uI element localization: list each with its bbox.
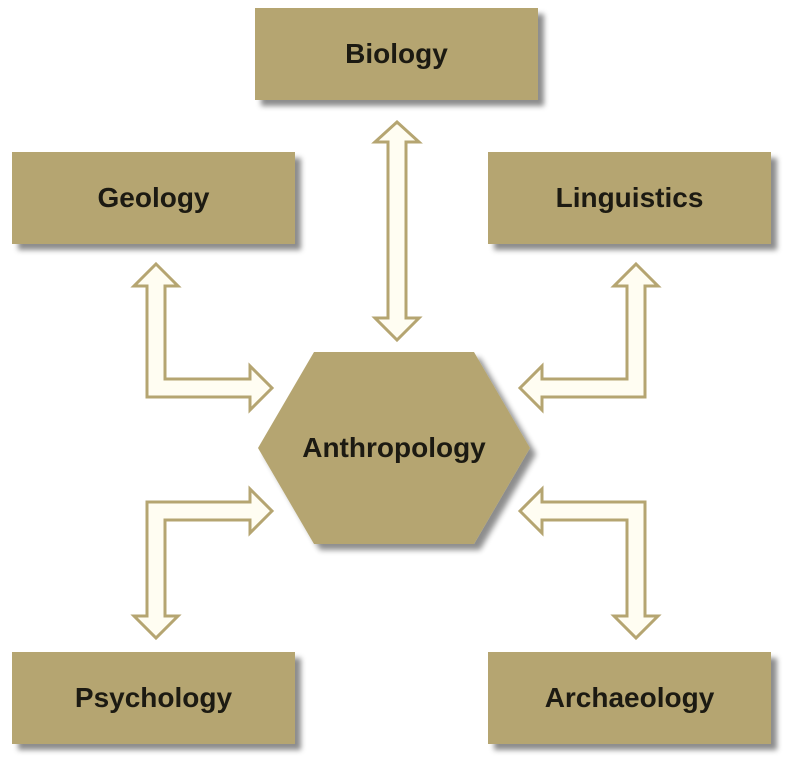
arrow-geology-anthropology: [130, 261, 275, 414]
node-psychology-label: Psychology: [74, 682, 233, 713]
anthropology-hexagon: [258, 352, 530, 544]
arrow-linguistics-anthropology: [517, 261, 662, 414]
node-archaeology: Archaeology: [488, 652, 771, 744]
node-anthropology-label: Anthropology: [258, 352, 530, 544]
node-linguistics: Linguistics: [488, 152, 771, 244]
anthropology-label-text: Anthropology: [302, 432, 486, 463]
arrow-archaeology-anthropology: [517, 485, 662, 641]
node-biology-label: Biology: [345, 38, 448, 69]
node-archaeology-label: Archaeology: [544, 682, 715, 713]
node-biology: Biology: [255, 8, 538, 100]
node-geology-label: Geology: [97, 182, 210, 213]
node-linguistics-label: Linguistics: [555, 182, 704, 213]
node-geology: Geology: [12, 152, 295, 244]
arrow-psychology-anthropology: [130, 485, 275, 641]
node-psychology: Psychology: [12, 652, 295, 744]
arrow-biology-anthropology: [371, 119, 423, 343]
